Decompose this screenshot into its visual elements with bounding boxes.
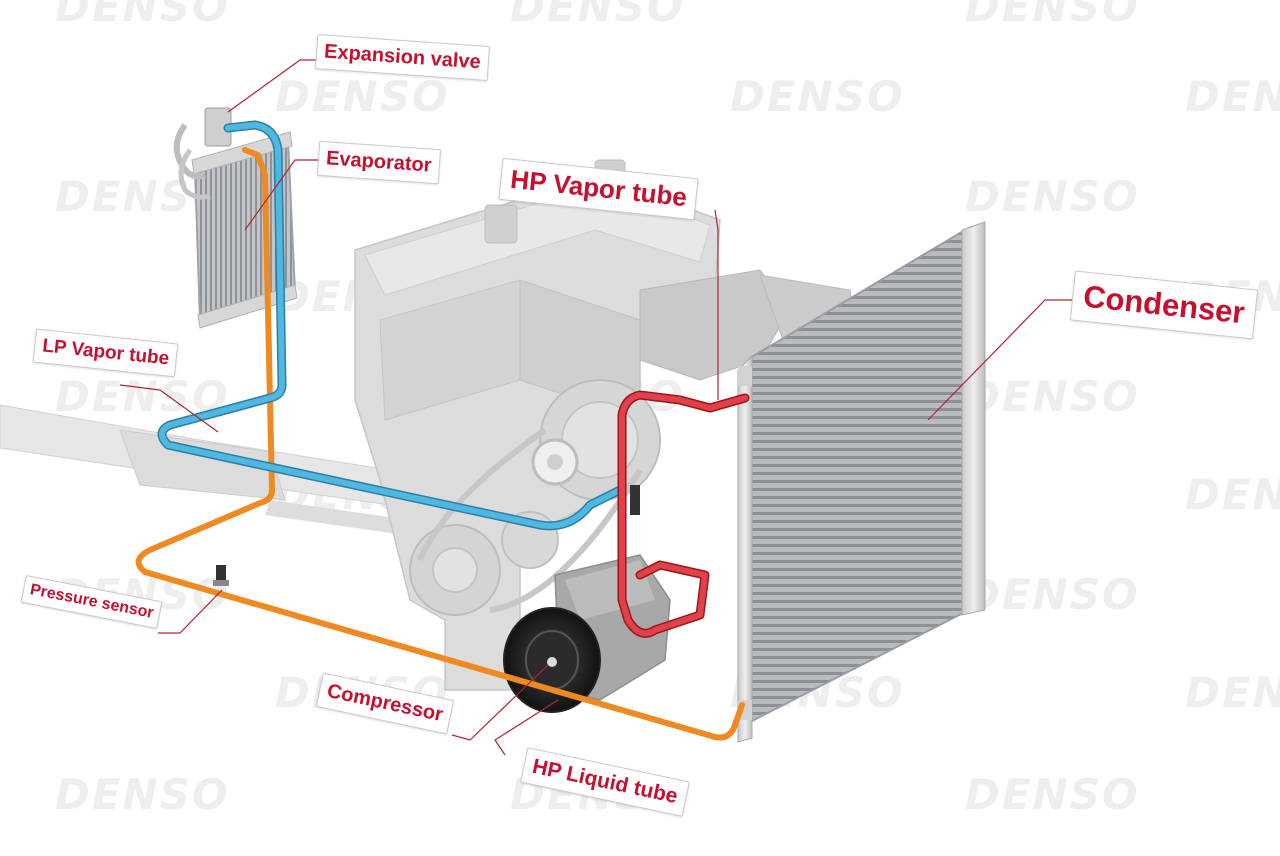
- engine-block: [354, 159, 861, 691]
- hp-liquid-tube-line: [135, 147, 745, 741]
- leader-lines: [119, 59, 1072, 756]
- pressure-sensor-part: [213, 565, 229, 586]
- lp-vapor-tube-line: [157, 120, 625, 531]
- condenser-unit: [737, 221, 986, 743]
- hp-vapor-tube-line: [617, 390, 750, 638]
- exhaust-pipe: [0, 404, 410, 535]
- compressor-unit: [503, 485, 671, 713]
